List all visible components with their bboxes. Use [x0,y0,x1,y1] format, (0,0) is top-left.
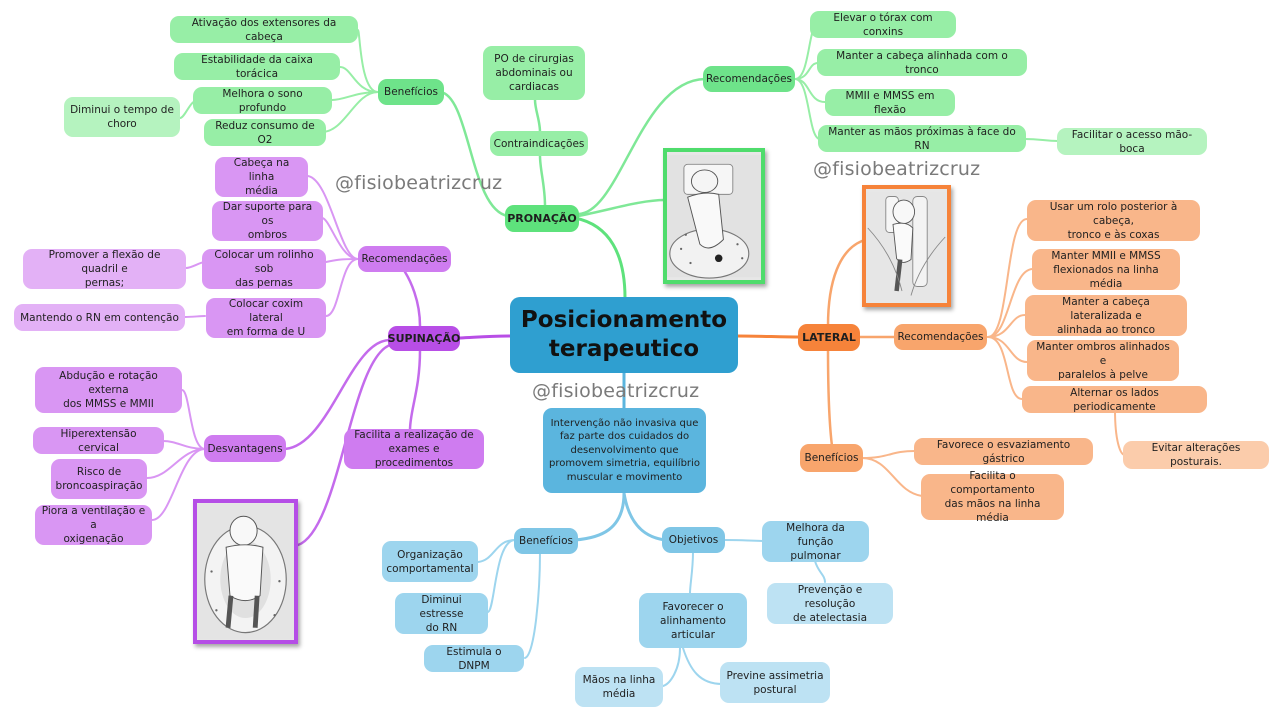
supinacao-recomendacao-item[interactable]: Colocar um rolinho sob das pernas [202,249,326,289]
lateral-beneficio-item[interactable]: Facilita o comportamento das mãos na lin… [921,470,1064,524]
contraindicacoes-node[interactable]: Contraindicações [490,131,588,156]
definition-node[interactable]: Intervenção não invasiva que faz parte d… [543,408,706,493]
lateral-recomendacao-item[interactable]: Usar um rolo posterior à cabeça, tronco … [1027,200,1200,241]
desvantagens-node[interactable]: Desvantagens [204,435,286,462]
side-lying-infant-image[interactable] [862,185,951,307]
supinacao-recomendacoes-node[interactable]: Recomendações [358,246,451,272]
desvantagem-item[interactable]: Abdução e rotação externa dos MMSS e MMI… [35,367,182,413]
pronacao-beneficio-item[interactable]: Reduz consumo de O2 [204,119,326,146]
objetivo-item[interactable]: Favorecer o alinhamento articular [639,593,747,648]
pronacao-node[interactable]: PRONAÇÃO [505,205,579,232]
supinacao-recomendacao-item[interactable]: Cabeça na linha média [215,157,308,197]
lateral-recomendacao-subitem[interactable]: Evitar alterações posturais. [1123,441,1269,469]
link-root-supinacao [458,334,514,340]
watermark: @fisiobeatrizcruz [813,158,981,180]
side-lying-infant-illustration [866,192,947,300]
link-root-lateral [735,334,800,339]
lateral-beneficios-node[interactable]: Benefícios [800,444,863,472]
center-beneficio-item[interactable]: Diminui estresse do RN [395,593,488,634]
pronacao-recomendacao-item[interactable]: Manter as mãos próximas à face do RN [818,125,1026,152]
lateral-recomendacao-item[interactable]: Manter a cabeça lateralizada e alinhada … [1025,295,1187,336]
pronacao-beneficio-item[interactable]: Estabilidade da caixa torácica [174,53,340,80]
supinacao-recomendacao-subitem[interactable]: Promover a flexão de quadril e pernas; [23,249,186,289]
objetivo-item[interactable]: Melhora da função pulmonar [762,521,869,562]
pronacao-recomendacao-item[interactable]: Manter a cabeça alinhada com o tronco [817,49,1027,76]
pronacao-beneficio-subitem[interactable]: Diminui o tempo de choro [64,97,180,137]
objetivo-subitem[interactable]: Previne assimetria postural [720,662,830,703]
pronacao-beneficio-item[interactable]: Ativação dos extensores da cabeça [170,16,358,43]
supinacao-recomendacao-item[interactable]: Dar suporte para os ombros [212,201,323,241]
prone-infant-illustration [667,154,761,279]
lateral-recomendacao-item[interactable]: Manter MMII e MMSS flexionados na linha … [1032,249,1180,290]
root-node[interactable]: Posicionamento terapeutico [510,297,738,373]
desvantagem-item[interactable]: Hiperextensão cervical [33,427,164,454]
lateral-node[interactable]: LATERAL [798,324,860,351]
supinacao-node[interactable]: SUPINAÇÃO [388,326,460,351]
supinacao-vantagem-item[interactable]: Facilita a realização de exames e proced… [344,429,484,469]
link-root-pronacao [573,216,627,300]
supinacao-recomendacao-subitem[interactable]: Mantendo o RN em contenção [14,304,185,331]
pronacao-recomendacoes-node[interactable]: Recomendações [703,66,795,92]
lateral-beneficio-item[interactable]: Favorece o esvaziamento gástrico [914,438,1093,465]
pronacao-beneficios-node[interactable]: Benefícios [378,79,444,105]
supine-infant-image[interactable] [193,499,298,644]
objetivo-subitem[interactable]: Mãos na linha média [575,667,663,707]
watermark: @fisiobeatrizcruz [532,380,700,402]
contraindicacao-item[interactable]: PO de cirurgias abdominais ou cardiacas [483,46,585,100]
pronacao-recomendacao-subitem[interactable]: Facilitar o acesso mão-boca [1057,128,1207,155]
pronacao-recomendacao-item[interactable]: MMII e MMSS em flexão [825,89,955,116]
desvantagem-item[interactable]: Risco de broncoaspiração [51,459,147,499]
supinacao-recomendacao-item[interactable]: Colocar coxim lateral em forma de U [206,298,326,338]
objetivos-node[interactable]: Objetivos [662,527,725,553]
desvantagem-item[interactable]: Piora a ventilação e a oxigenação [35,505,152,545]
prone-infant-image[interactable] [663,148,765,284]
center-beneficios-node[interactable]: Benefícios [514,528,578,554]
center-beneficio-item[interactable]: Estimula o DNPM [424,645,524,672]
lateral-recomendacao-item[interactable]: Manter ombros alinhados e paralelos à pe… [1027,340,1179,381]
lateral-recomendacao-item[interactable]: Alternar os lados periodicamente [1022,386,1207,413]
objetivo-subitem[interactable]: Prevenção e resolução de atelectasia [767,583,893,624]
pronacao-beneficio-item[interactable]: Melhora o sono profundo [193,87,332,114]
watermark: @fisiobeatrizcruz [335,172,503,194]
supine-infant-illustration [197,503,294,640]
pronacao-recomendacao-item[interactable]: Elevar o tórax com conxins [810,11,956,38]
lateral-recomendacoes-node[interactable]: Recomendações [894,324,987,350]
center-beneficio-item[interactable]: Organização comportamental [382,541,478,582]
